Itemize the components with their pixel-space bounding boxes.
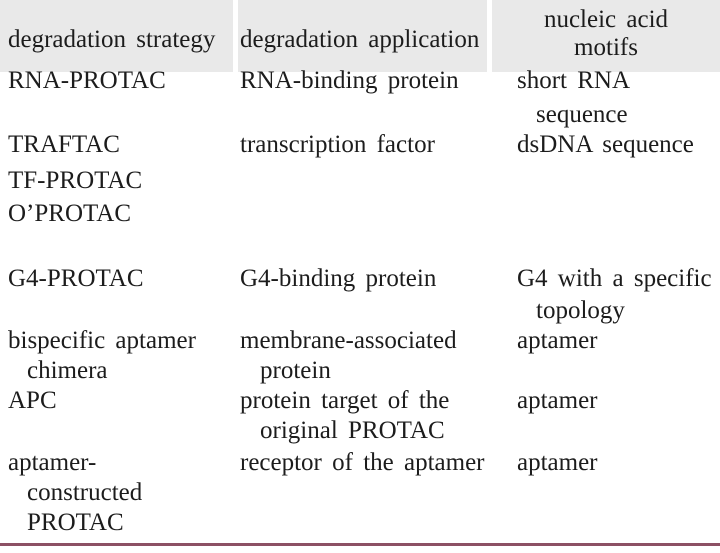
- column-header-degradation-application: degradation application: [240, 26, 480, 53]
- column-header-nucleic-acid-motifs-line1: nucleic acid: [543, 6, 669, 33]
- cell-strategy: TF-PROTAC: [8, 167, 143, 194]
- cell-motifs: aptamer: [517, 449, 598, 476]
- header-cell-bg-motifs: [492, 0, 720, 72]
- cell-strategy: APC: [8, 387, 57, 414]
- cell-motifs: aptamer: [517, 327, 598, 354]
- cell-strategy: aptamer-: [8, 449, 97, 476]
- cell-motifs: dsDNA sequence: [517, 131, 694, 158]
- cell-strategy-wrap: chimera: [27, 357, 108, 384]
- cell-motifs-wrap: topology: [536, 297, 625, 324]
- cell-strategy-wrap: PROTAC: [27, 509, 124, 536]
- table-bottom-rule: [0, 543, 720, 546]
- cell-application-wrap: protein: [260, 357, 331, 384]
- cell-motifs-wrap: sequence: [536, 101, 628, 128]
- header-cell-bg-strategy: [0, 0, 233, 72]
- cell-motifs: short RNA: [517, 67, 631, 94]
- cell-application: RNA-binding protein: [240, 67, 459, 94]
- cell-application: membrane-associated: [240, 327, 457, 354]
- cell-motifs: aptamer: [517, 387, 598, 414]
- cell-strategy: RNA-PROTAC: [8, 67, 166, 94]
- cell-strategy: O’PROTAC: [8, 200, 132, 227]
- cell-strategy: G4-PROTAC: [8, 265, 144, 292]
- cell-application: protein target of the: [240, 387, 450, 414]
- cell-strategy: bispecific aptamer: [8, 327, 196, 354]
- cell-motifs: G4 with a specific: [517, 265, 712, 292]
- cell-application-wrap: original PROTAC: [260, 417, 445, 444]
- cell-application: receptor of the aptamer: [240, 449, 485, 476]
- cell-application: G4-binding protein: [240, 265, 437, 292]
- column-header-nucleic-acid-motifs-line2: motifs: [574, 34, 638, 61]
- column-header-degradation-strategy: degradation strategy: [8, 26, 216, 53]
- cell-application: transcription factor: [240, 131, 435, 158]
- cell-strategy: TRAFTAC: [8, 131, 120, 158]
- header-cell-bg-application: [238, 0, 487, 72]
- cell-strategy-wrap: constructed: [27, 479, 143, 506]
